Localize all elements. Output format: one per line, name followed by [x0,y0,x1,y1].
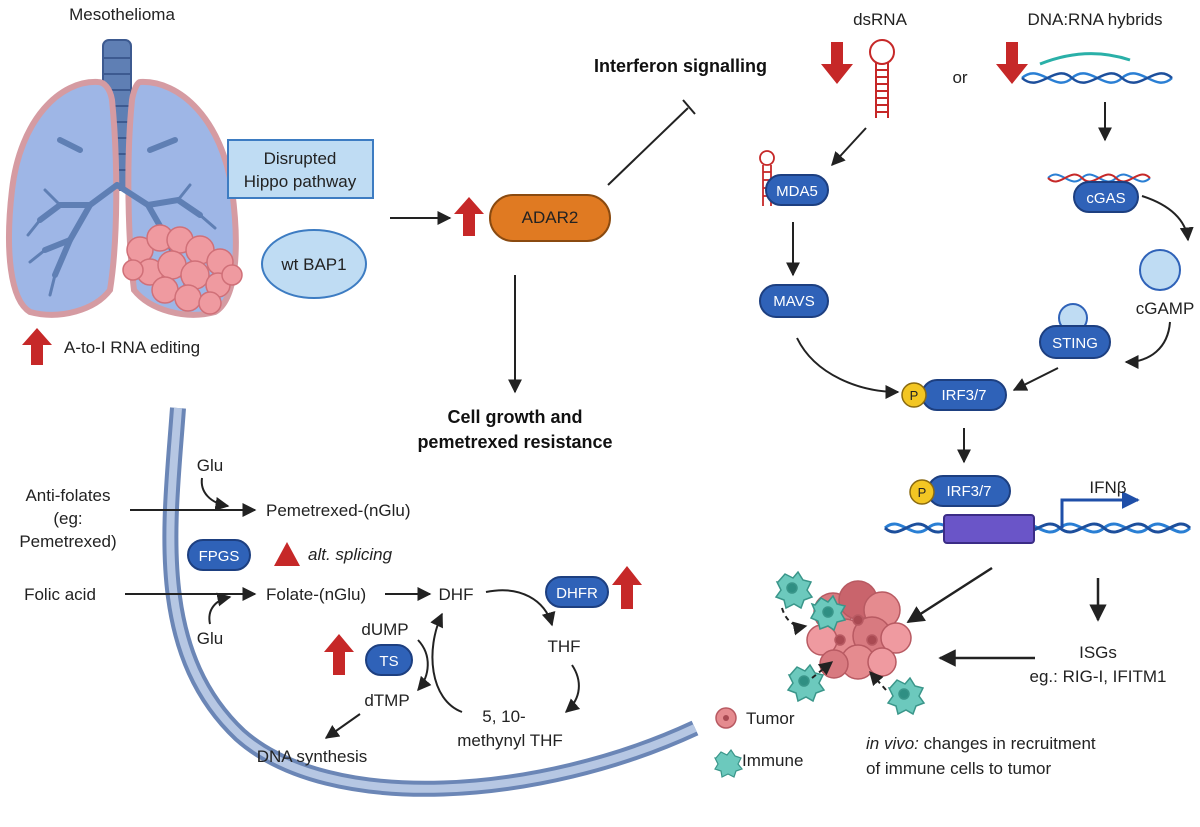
dhfr-node [545,576,609,608]
phospho-icon-1 [901,382,927,408]
transcription-start-icon [1060,491,1140,528]
sting-node [1039,325,1111,359]
label-atoi-editing: A-to-I RNA editing [64,338,200,357]
cell-membrane [162,407,699,797]
label-hippo-2: Hippo pathway [244,172,357,191]
label-antifolates-2: (eg: [53,509,82,528]
fpgs-node [187,539,251,571]
label-in-vivo-1: in vivo: changes in recruitment [866,734,1096,753]
hybrid-down-arrow-icon [996,42,1028,84]
upregulation-arrow-icon [22,328,52,365]
label-cgamp: cGAMP [1136,299,1195,318]
label-thf: THF [547,637,580,656]
label-irf-2: IRF3/7 [946,483,991,500]
label-glu-1: Glu [197,456,223,475]
label-fpgs: FPGS [199,548,240,565]
label-hippo-1: Disrupted [264,149,337,168]
cgamp-icon [1139,249,1181,291]
label-glu-2: Glu [197,629,223,648]
mavs-node [759,284,829,318]
cgas-dna-icon [1047,173,1151,183]
label-dna-synthesis: DNA synthesis [257,747,368,766]
label-p-2: P [918,485,927,500]
alt-splicing-triangle-icon [274,542,300,566]
dsrna-hairpin-icon [869,39,895,118]
label-mavs: MAVS [773,293,814,310]
tumor-mass-icon [806,580,912,680]
label-wt-bap1: wt BAP1 [280,255,346,274]
label-irf-1: IRF3/7 [941,387,986,404]
label-antifolates-3: Pemetrexed) [19,532,116,551]
label-interferon: Interferon signalling [594,56,767,76]
label-legend-immune: Immune [742,751,803,770]
adar2-up-arrow-icon [454,197,484,236]
label-dsrna: dsRNA [853,10,908,29]
label-cgas: cGAS [1086,190,1125,207]
label-ifnb: IFNβ [1089,478,1126,497]
label-p-1: P [910,388,919,403]
mda5-node [765,174,829,206]
phospho-icon-2 [909,479,935,505]
label-cell-growth-2: pemetrexed resistance [417,432,612,452]
label-dhfr: DHFR [556,585,598,602]
label-antifolates-1: Anti-folates [25,486,110,505]
label-sting: STING [1052,335,1098,352]
adar2-node [489,194,611,242]
gene-dna-icon [883,522,1192,534]
cgas-node [1073,181,1139,213]
label-in-vivo-2: of immune cells to tumor [866,759,1052,778]
label-cell-growth-1: Cell growth and [448,407,583,427]
label-dtmp: dTMP [364,691,409,710]
label-pemetrexed-nglu: Pemetrexed-(nGlu) [266,501,411,520]
label-legend-tumor: Tumor [746,709,795,728]
label-folate-nglu: Folate-(nGlu) [266,585,366,604]
lung-illustration: Mesothelioma [6,5,243,318]
bap1-node [261,229,367,299]
label-dhf: DHF [439,585,474,604]
label-folic-acid: Folic acid [24,585,96,604]
immune-cells-icon [774,570,926,716]
label-or: or [952,68,967,87]
inhibition-line [607,107,689,186]
label-dump: dUMP [361,620,408,639]
label-isgs-1: ISGs [1079,643,1117,662]
dsrna-down-arrow-icon [821,42,853,84]
label-adar2: ADAR2 [522,208,579,227]
ts-node [365,644,413,676]
label-methynyl-1: 5, 10- [482,707,525,726]
lung-tumor-cluster [122,224,243,315]
dhfr-up-arrow-icon [612,566,642,609]
label-mda5: MDA5 [776,183,818,200]
dna-rna-hybrid-icon [1021,52,1173,84]
label-ts: TS [379,653,398,670]
label-dna-rna-hybrids: DNA:RNA hybrids [1027,10,1162,29]
label-mesothelioma: Mesothelioma [69,5,175,24]
promoter-box [943,514,1035,544]
hippo-pathway-box [227,139,374,199]
label-isgs-2: eg.: RIG-I, IFITM1 [1030,667,1167,686]
label-methynyl-2: methynyl THF [457,731,563,750]
ts-up-arrow-icon [324,634,354,675]
label-alt-splicing: alt. splicing [308,545,393,564]
legend-immune-icon [714,748,744,778]
